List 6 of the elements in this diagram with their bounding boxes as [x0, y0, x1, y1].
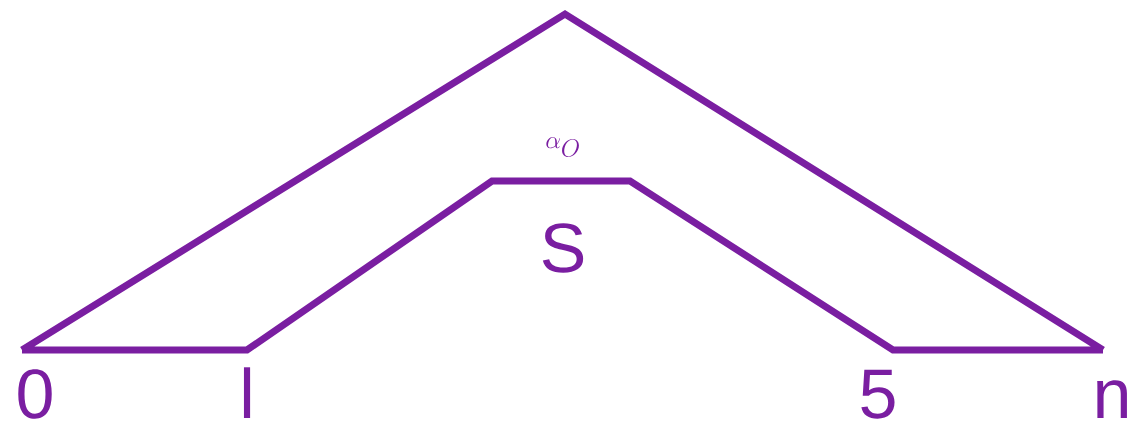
tree-label: 0	[18, 369, 52, 419]
tree-label: 5	[861, 369, 895, 419]
tree-label: S	[542, 223, 584, 273]
tree-label: n	[1097, 380, 1127, 418]
tree-label: l	[243, 367, 251, 418]
tree-label: $\alpha_O$	[546, 137, 579, 157]
